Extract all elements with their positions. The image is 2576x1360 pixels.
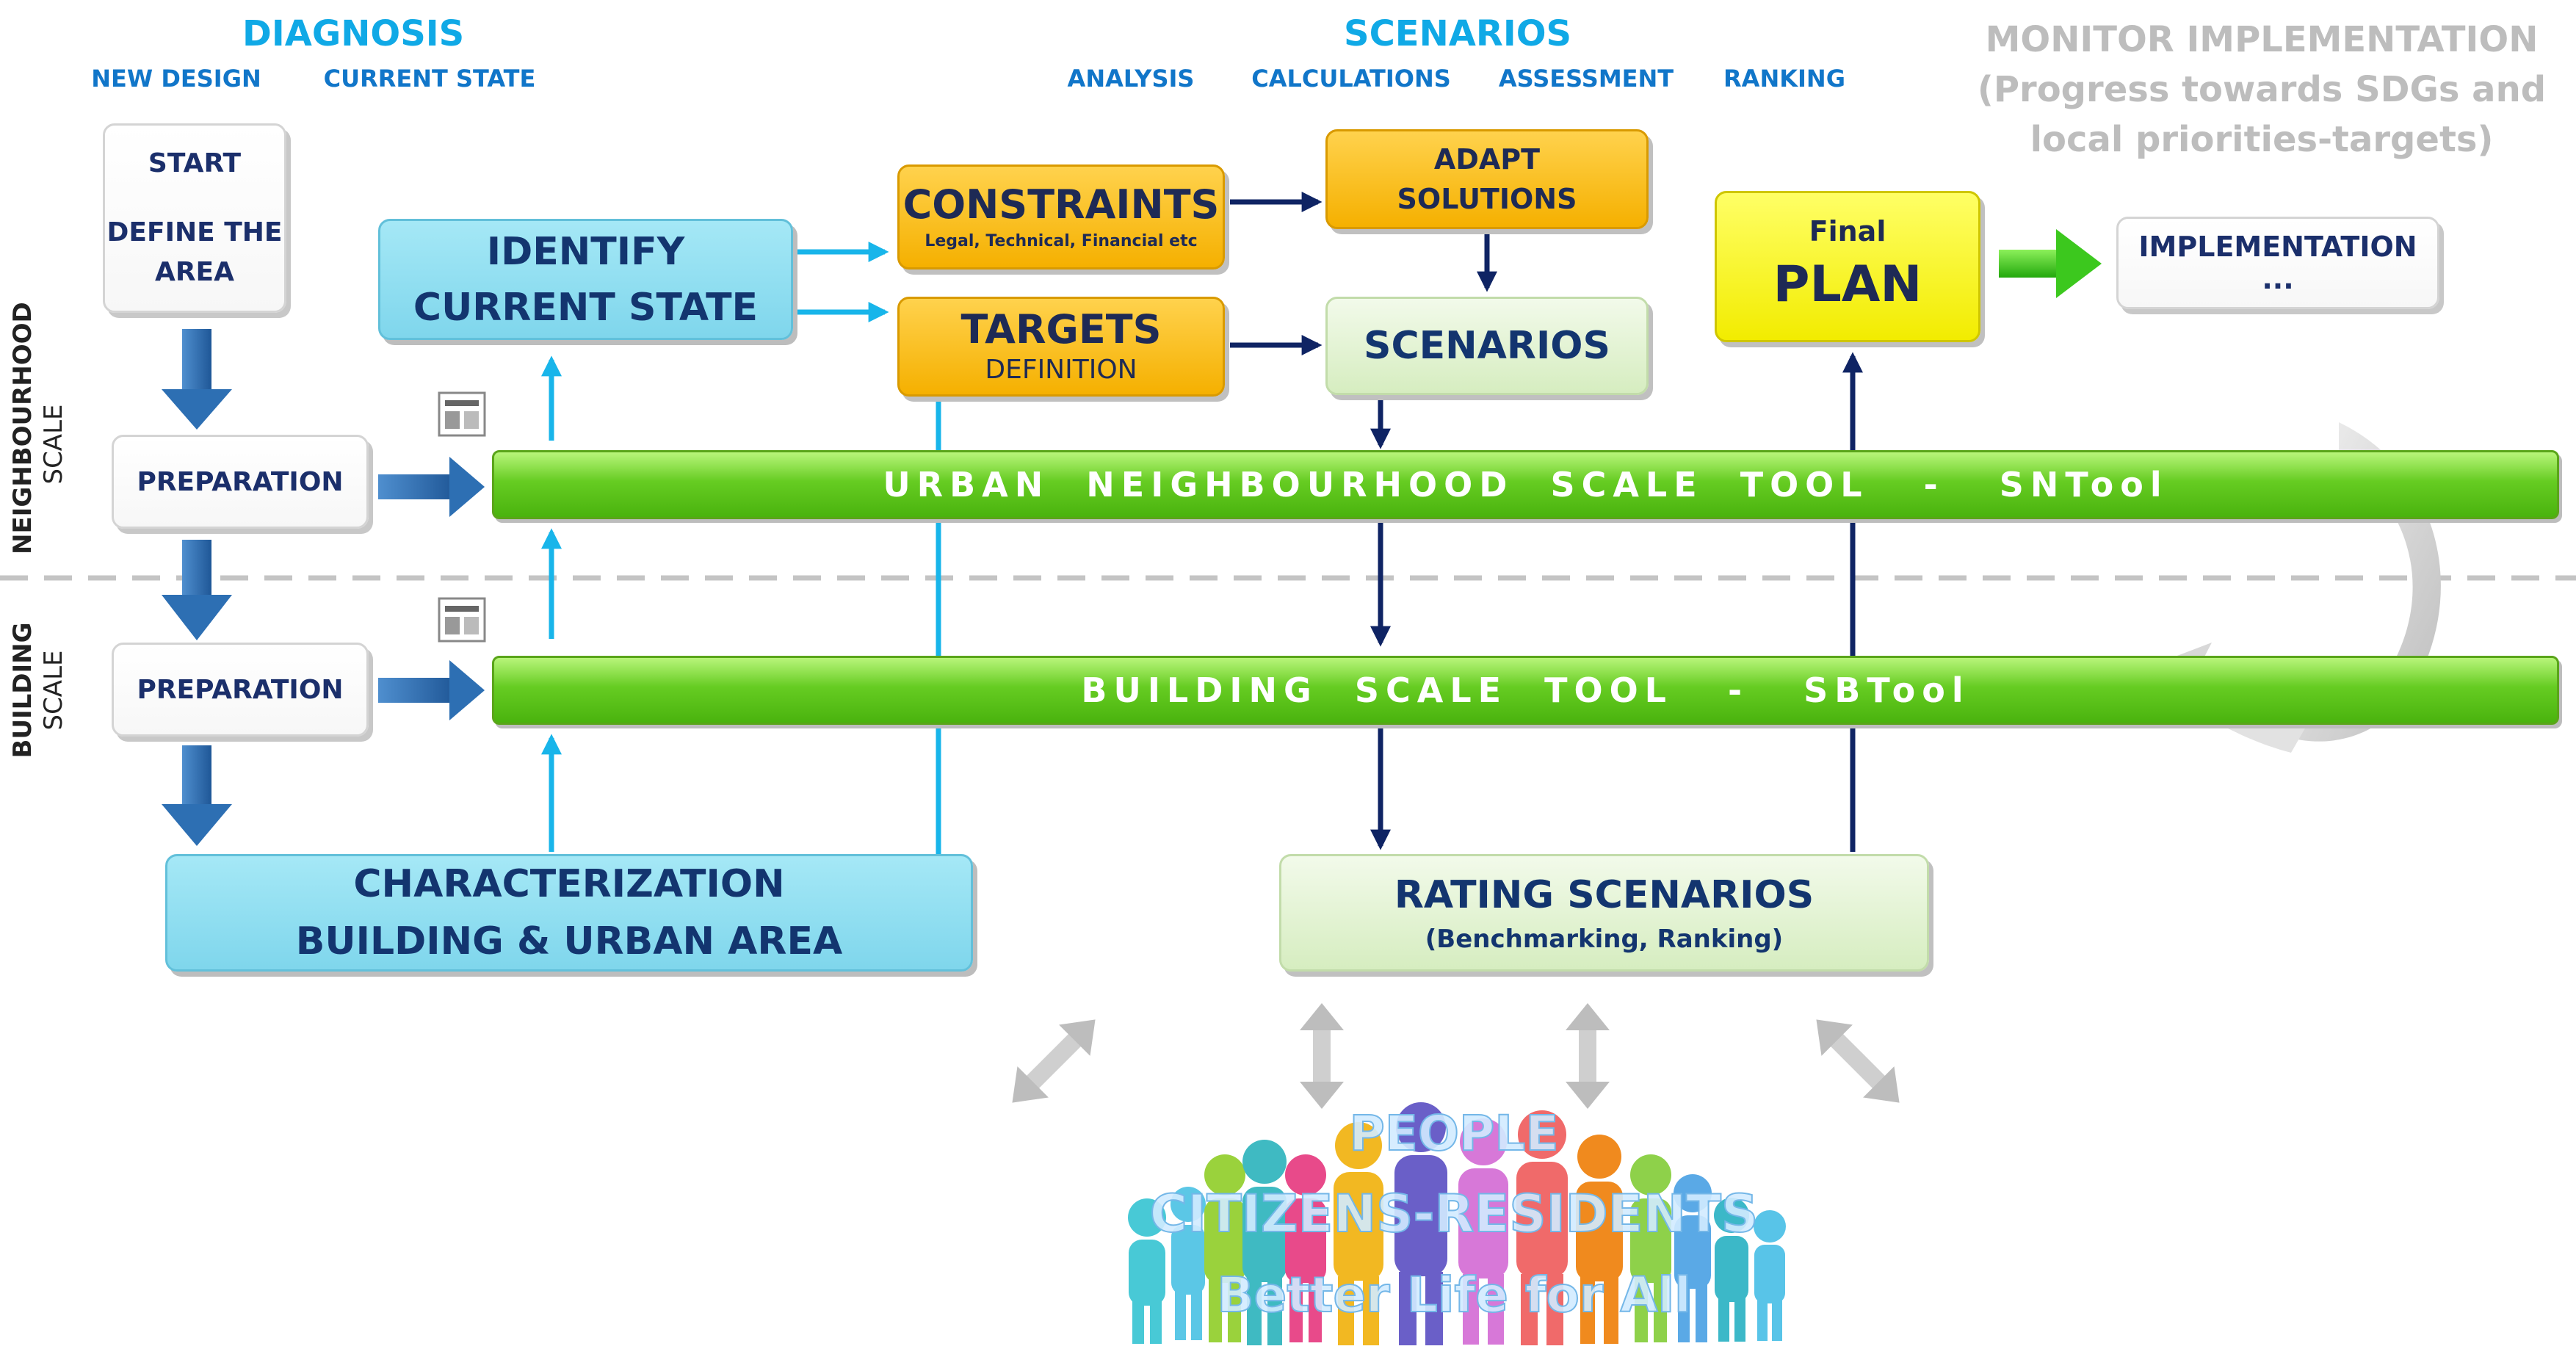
urban-neighbourhood-scale-tool-bar[interactable]: URBAN NEIGHBOURHOOD SCALE TOOL - SNTool [492,450,2559,519]
scenarios-header: SCENARIOS [1344,13,1572,54]
characterization-label: CHARACTERIZATION [353,862,785,906]
characterization-box[interactable]: CHARACTERIZATION BUILDING & URBAN AREA [165,854,973,972]
preparation-label: PREPARATION [137,466,344,497]
assessment-header: ASSESSMENT [1498,65,1674,93]
start-label: START [148,148,242,178]
block-arrow-down-2 [162,540,232,640]
building-urban-area-label: BUILDING & URBAN AREA [295,919,843,963]
building-label: BUILDING [8,622,37,759]
tool-icon-building [438,597,486,643]
targets-subtitle: DEFINITION [985,355,1137,385]
people-label: PEOPLE [1348,1104,1559,1162]
final-label: Final [1809,215,1886,247]
define-area-label-2: AREA [154,257,235,287]
building-scale-tool-bar[interactable]: BUILDING SCALE TOOL - SBTool [492,656,2559,725]
tool-icon-neighbourhood [438,391,486,437]
preparation-building-box[interactable]: PREPARATION [112,643,369,737]
green-arrow-to-implementation [1999,229,2102,298]
constraints-subtitle: Legal, Technical, Financial etc [925,231,1198,250]
double-arrow-4 [1816,1019,1900,1103]
ranking-header: RANKING [1723,65,1845,93]
neighbourhood-scale-label: NEIGHBOURHOOD SCALE [7,302,73,554]
current-state-label: CURRENT STATE [413,285,759,330]
monitor-line-2: (Progress towards SDGs and [1977,69,2547,110]
double-arrow-1 [1012,1019,1096,1103]
better-life-label: Better Life for All [1216,1266,1692,1324]
scenarios-label: SCENARIOS [1364,324,1610,368]
constraints-title: CONSTRAINTS [902,181,1220,228]
block-arrow-down-3 [162,745,232,846]
neighbourhood-label: NEIGHBOURHOOD [8,302,37,554]
monitor-title: MONITOR IMPLEMENTATION [1985,19,2539,60]
scenarios-box[interactable]: SCENARIOS [1325,297,1649,395]
monitor-implementation-header: MONITOR IMPLEMENTATION (Progress towards… [1975,15,2548,164]
rating-scenarios-title: RATING SCENARIOS [1394,873,1815,917]
double-arrow-3 [1566,1003,1610,1109]
monitor-line-3: local priorities-targets) [2030,119,2494,160]
analysis-header: ANALYSIS [1067,65,1195,93]
people-silhouettes [1128,1102,1786,1345]
solutions-label: SOLUTIONS [1397,183,1577,215]
implementation-label: IMPLEMENTATION ... [2138,231,2417,295]
block-arrow-down-1 [162,329,232,430]
preparation-label: PREPARATION [137,674,344,705]
building-tool-label: BUILDING SCALE TOOL - SBTool [1081,670,1970,710]
citizens-residents-label: CITIZENS-RESIDENTS [1149,1183,1759,1245]
double-arrow-2 [1300,1003,1344,1109]
urban-tool-label: URBAN NEIGHBOURHOOD SCALE TOOL - SNTool [883,465,2168,504]
targets-title: TARGETS [960,306,1162,352]
diagnosis-header: DIAGNOSIS [242,13,465,54]
adapt-label: ADAPT [1433,143,1541,176]
start-define-area-box[interactable]: START DEFINE THE AREA [103,123,286,313]
final-plan-box[interactable]: Final PLAN [1715,191,1980,342]
constraints-box[interactable]: CONSTRAINTS Legal, Technical, Financial … [897,164,1225,270]
identify-label: IDENTIFY [486,229,685,274]
building-scale-word: SCALE [39,650,68,731]
current-state-header: CURRENT STATE [323,65,536,93]
identify-current-state-box[interactable]: IDENTIFY CURRENT STATE [378,219,793,340]
new-design-header: NEW DESIGN [91,65,261,93]
neighbourhood-scale-word: SCALE [39,404,68,485]
preparation-neighbourhood-box[interactable]: PREPARATION [112,435,369,529]
plan-label: PLAN [1773,256,1922,314]
define-area-label-1: DEFINE THE [106,217,283,247]
block-arrow-right-2 [378,660,485,720]
adapt-solutions-box[interactable]: ADAPT SOLUTIONS [1325,129,1649,229]
calculations-header: CALCULATIONS [1251,65,1451,93]
implementation-box[interactable]: IMPLEMENTATION ... [2116,217,2439,309]
targets-box[interactable]: TARGETS DEFINITION [897,297,1225,397]
block-arrow-right-1 [378,457,485,517]
rating-scenarios-box[interactable]: RATING SCENARIOS (Benchmarking, Ranking) [1279,854,1929,972]
rating-scenarios-subtitle: (Benchmarking, Ranking) [1425,925,1784,954]
building-scale-label: BUILDING SCALE [7,621,73,760]
